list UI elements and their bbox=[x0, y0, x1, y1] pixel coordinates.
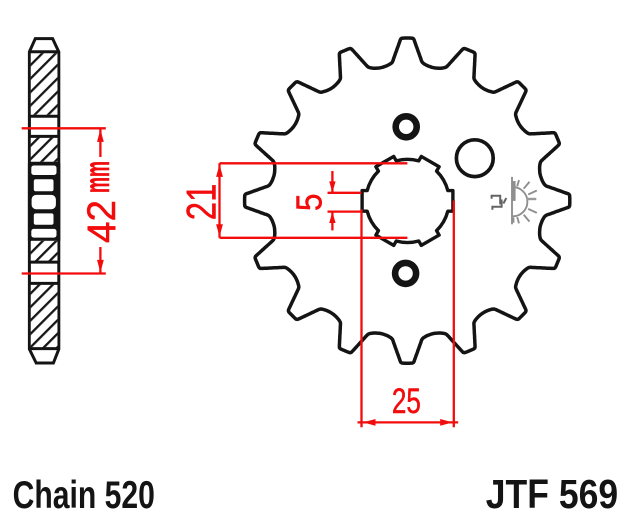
svg-text:5: 5 bbox=[288, 194, 329, 212]
svg-text:42: 42 bbox=[80, 200, 124, 243]
svg-text:21: 21 bbox=[178, 184, 225, 221]
svg-text:mm: mm bbox=[78, 161, 117, 193]
svg-text:25: 25 bbox=[392, 382, 421, 421]
svg-text:Chain 520: Chain 520 bbox=[13, 474, 155, 517]
svg-text:JTF 569: JTF 569 bbox=[486, 471, 618, 517]
